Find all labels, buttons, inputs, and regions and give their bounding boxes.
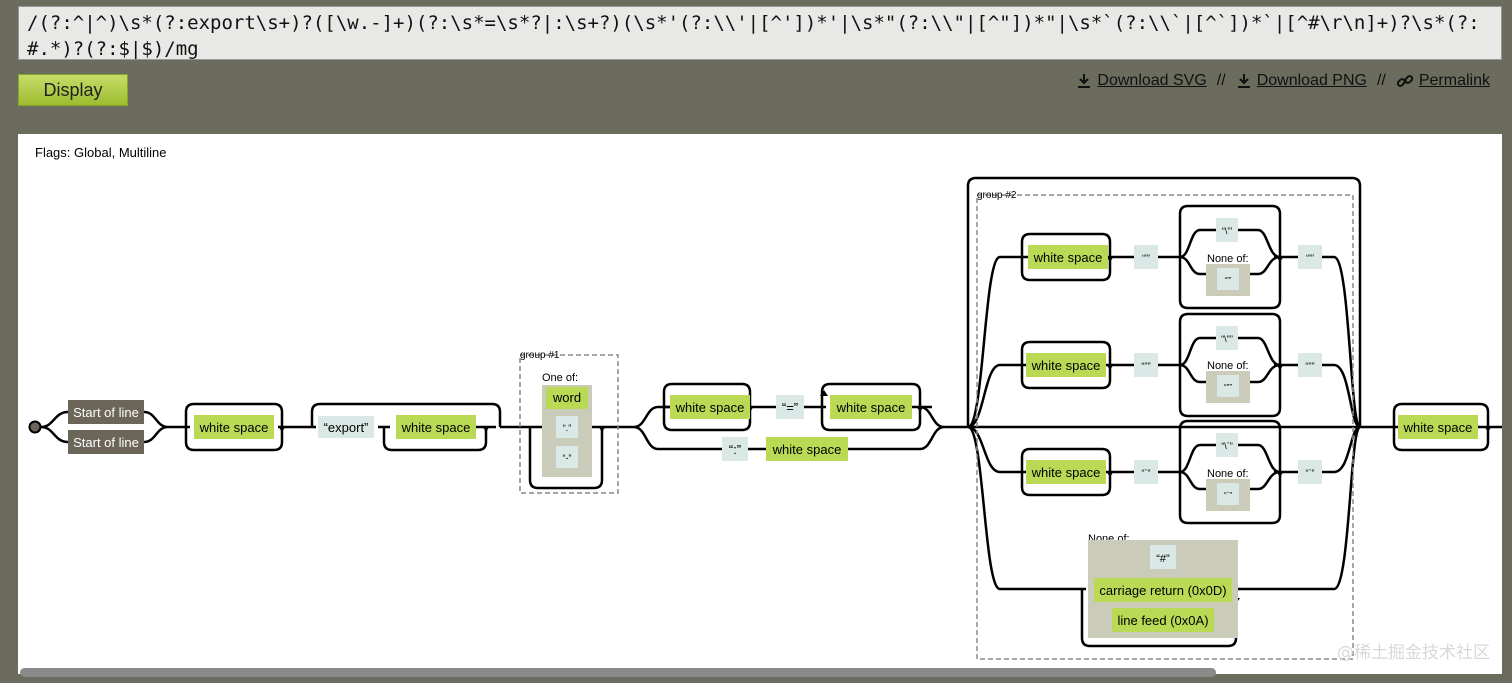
escaped-quote-label: “\'” [1222,226,1232,236]
white-space-node [670,395,750,419]
escaped-quote-node [1216,433,1238,457]
quote-char-node [1217,268,1239,290]
horizontal-scrollbar[interactable] [20,668,1216,677]
white-space-node [1026,353,1106,377]
dot-char-label: “.” [563,423,572,433]
white-space-node [766,437,848,461]
white-space-label: white space [1033,250,1103,265]
white-space-label: white space [199,420,269,435]
download-png-label: Download PNG [1256,72,1367,89]
quote-literal-label: “`” [1306,468,1315,478]
link-separator: // [1216,72,1226,89]
white-space-node [1028,245,1108,269]
word-class-label: word [552,390,581,405]
equals-literal-label: “=” [782,400,798,415]
hash-char-node [1150,545,1176,569]
equals-literal-node [776,395,804,419]
dash-char-node [556,446,578,468]
escaped-quote-label: “\`” [1221,441,1233,451]
colon-literal-node [722,437,748,461]
quote-literal-node [1134,245,1158,269]
quote-literal-node [1298,245,1322,269]
dash-char-label: “-” [563,453,572,463]
display-button[interactable]: Display [18,74,128,106]
white-space-node [1026,460,1106,484]
toolbar-links: Download SVG // Download PNG // Permalin… [1076,72,1490,90]
quote-literal-node [1298,460,1322,484]
link-icon [1396,75,1413,87]
group1-box [519,354,619,494]
quote-char-label: “"” [1224,383,1233,392]
white-space-node [194,415,274,439]
white-space-label: white space [401,420,471,435]
white-space-node [396,415,476,439]
none-of-label: None of: [1207,360,1249,372]
escaped-quote-label: “\"” [1221,334,1233,344]
colon-literal-label: “:” [729,442,741,457]
railroad-diagram: group #1 group #2 Start of line Start of… [28,145,1502,660]
none-of-label: None of: [1207,253,1249,265]
quote-literal-node [1134,353,1158,377]
white-space-label: white space [772,442,842,457]
white-space-label: white space [836,400,906,415]
flags-label: Flags: Global, Multiline [35,145,167,160]
hash-char-label: “#” [1156,553,1170,565]
regex-input[interactable]: /(?:^|^)\s*(?:export\s+)?([\w.-]+)(?:\s*… [18,6,1502,60]
group2-box [976,194,1354,660]
carriage-return-label: carriage return (0x0D) [1099,583,1226,598]
carriage-return-node [1094,578,1232,602]
white-space-label: white space [1031,358,1101,373]
permalink-label: Permalink [1418,72,1490,89]
download-svg-link[interactable]: Download SVG [1076,72,1207,90]
link-separator: // [1376,72,1386,89]
download-icon [1237,74,1250,88]
escaped-quote-node [1216,326,1238,350]
export-literal-label: “export” [324,420,369,435]
download-png-link[interactable]: Download PNG [1236,72,1367,90]
export-literal-node [318,416,374,438]
white-space-node [1398,415,1478,439]
start-of-line-anchor [68,430,144,454]
download-icon [1078,74,1091,88]
quote-literal-label: “'” [1306,253,1314,263]
escaped-quote-node [1216,218,1238,242]
white-space-label: white space [1031,465,1101,480]
diagram-canvas: group #1 group #2 Start of line Start of… [18,134,1502,674]
download-svg-label: Download SVG [1097,72,1207,89]
quote-literal-label: “'” [1142,253,1150,263]
one-of-label: One of: [542,372,578,384]
line-feed-node [1112,608,1214,632]
group2-label: group #2 [977,190,1017,201]
quote-char-label: “'” [1225,276,1232,285]
quote-literal-node [1134,460,1158,484]
quote-char-node [1217,483,1239,505]
word-class-node [546,387,588,409]
start-of-line-label: Start of line [73,435,139,450]
quote-literal-node [1298,353,1322,377]
white-space-label: white space [675,400,745,415]
dot-char-node [556,416,578,438]
white-space-label: white space [1403,420,1473,435]
quote-char-node [1217,375,1239,397]
group1-label: group #1 [520,350,560,361]
quote-literal-label: “"” [1305,361,1314,371]
quote-literal-label: “"” [1141,361,1150,371]
none-of-label: None of: [1207,468,1249,480]
quote-literal-label: “`” [1142,468,1151,478]
quote-char-label: “`” [1224,491,1232,500]
permalink-link[interactable]: Permalink [1396,72,1490,90]
watermark: @稀土掘金技术社区 [1337,643,1490,663]
start-of-line-label: Start of line [73,405,139,420]
line-feed-label: line feed (0x0A) [1117,613,1208,628]
start-of-line-anchor [68,400,144,424]
white-space-node [830,395,912,419]
